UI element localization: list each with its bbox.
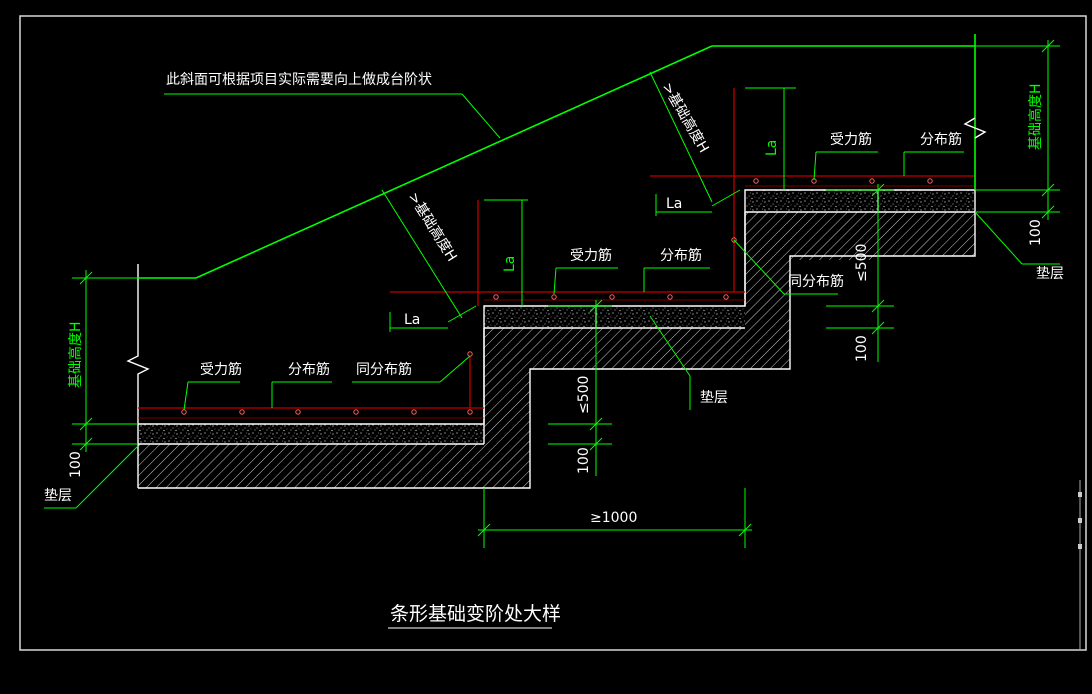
cushion-layer-lower xyxy=(138,424,484,444)
dist-rebar-label-upper: 分布筋 xyxy=(920,131,962,148)
slope-note-text: 此斜面可根据项目实际需要向上做成台阶状 xyxy=(166,72,432,88)
main-rebar-leader-lower xyxy=(183,381,189,411)
dim-middle-step-height xyxy=(548,299,612,476)
main-rebar-leader-upper xyxy=(813,151,817,181)
dim-step-length xyxy=(477,488,752,548)
cushion-label-middle: 垫层 xyxy=(700,390,728,406)
same-dist-rebar-label-middle: 同分布筋 xyxy=(788,273,844,290)
main-rebar-label-middle: 受力筋 xyxy=(570,247,612,264)
gte-h-dim-upper xyxy=(649,71,713,203)
dim-lte-500-upper: ≤500 xyxy=(854,244,870,282)
cushion-leader-middle xyxy=(649,315,691,377)
cushion-label-left: 垫层 xyxy=(44,488,72,504)
la-label-middle: La xyxy=(404,312,420,328)
la-dim-arrow-upper xyxy=(711,189,741,207)
dim-100-upper-middle: 100 xyxy=(854,335,870,362)
sheet-edge-mark xyxy=(1078,544,1082,549)
slope-note-leader xyxy=(461,93,501,139)
dim-100-left: 100 xyxy=(68,451,84,478)
main-rebar-leader-middle xyxy=(553,267,557,295)
dim-upper-step-height xyxy=(826,183,894,362)
break-mark-right xyxy=(963,117,987,139)
same-dist-rebar-label-lower: 同分布筋 xyxy=(356,361,412,378)
dist-rebar-label-middle: 分布筋 xyxy=(660,247,702,264)
drawing-frame xyxy=(19,15,1087,651)
break-mark-left xyxy=(126,264,150,424)
gte-h-label-upper: >基础高度H xyxy=(659,80,713,156)
same-dist-rebar-leader-lower xyxy=(439,355,471,383)
cushion-layer-middle xyxy=(484,306,745,328)
base-height-right-label: 基础高度H xyxy=(1027,83,1044,150)
sheet-edge-mark xyxy=(1078,492,1082,497)
rebar-middle xyxy=(390,88,745,306)
same-dist-rebar-leader-middle xyxy=(733,239,785,295)
foundation-body xyxy=(138,190,975,488)
drawing-title: 条形基础变阶处大样 xyxy=(390,603,561,625)
sheet-edge-mark xyxy=(1078,518,1082,523)
slope-line xyxy=(195,45,713,279)
dim-lte-500-middle: ≤500 xyxy=(576,376,592,414)
dim-100-right: 100 xyxy=(1028,219,1044,246)
cushion-label-right: 垫层 xyxy=(1036,266,1064,282)
rebar-lower xyxy=(138,351,484,419)
gte-h-dim-middle xyxy=(381,189,463,319)
main-rebar-label-lower: 受力筋 xyxy=(200,361,242,378)
cushion-leader-right xyxy=(974,211,1023,265)
rebar-upper xyxy=(650,175,975,187)
cushion-leader-left xyxy=(75,445,139,509)
dim-base-height-left xyxy=(72,270,138,452)
la-label-upper: La xyxy=(666,196,682,212)
dim-100-middle: 100 xyxy=(576,447,592,474)
gte-h-label-middle: >基础高度H xyxy=(405,189,461,264)
la-vertical-label-upper: La xyxy=(764,140,780,156)
dim-gte-1000: ≥1000 xyxy=(590,510,637,526)
la-dim-arrow-middle xyxy=(447,305,477,323)
main-rebar-label-upper: 受力筋 xyxy=(830,131,872,148)
la-vertical-label-middle: La xyxy=(502,256,518,272)
dim-base-height-right xyxy=(975,39,1060,220)
base-height-left-label: 基础高度H xyxy=(67,321,84,388)
cushion-layer-upper xyxy=(745,190,975,212)
dist-rebar-label-lower: 分布筋 xyxy=(288,361,330,378)
